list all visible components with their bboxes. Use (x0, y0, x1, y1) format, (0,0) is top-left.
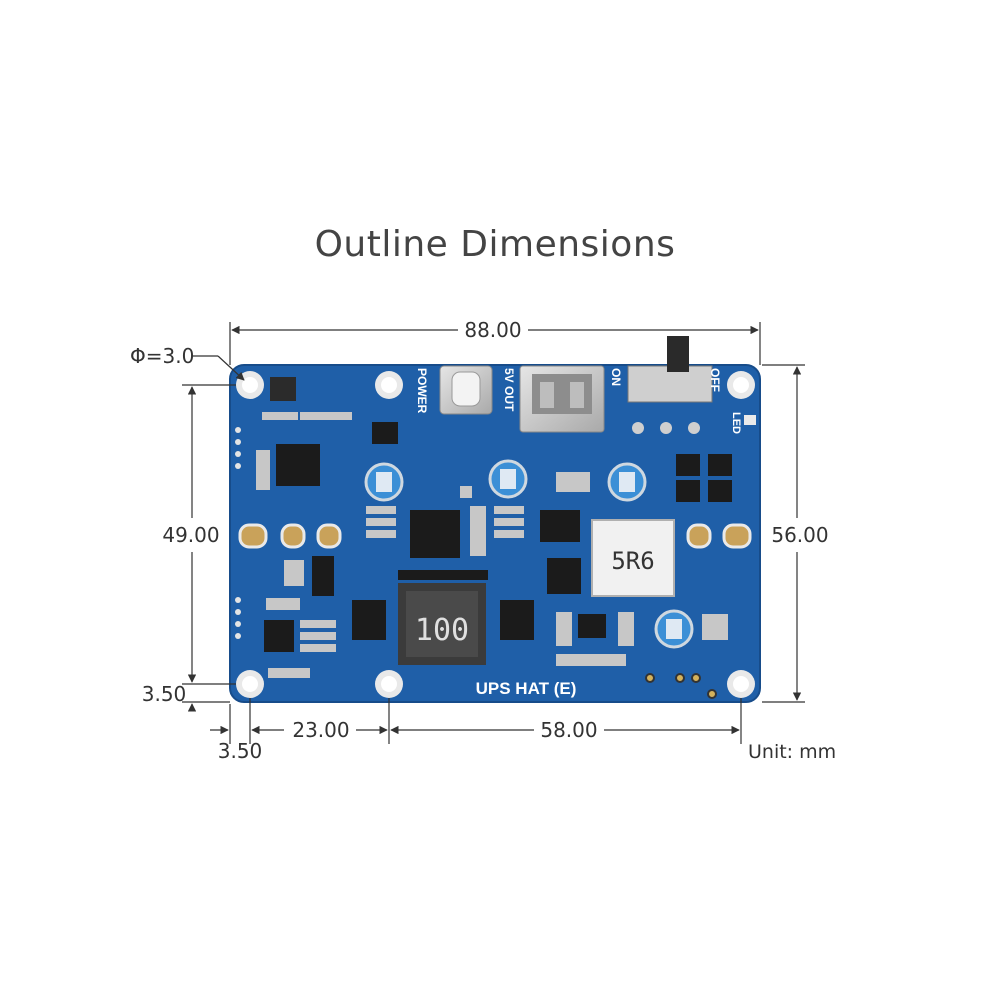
dim-hole-offset-h: 3.50 (218, 739, 263, 763)
mounting-hole-bottom-right (727, 670, 755, 698)
inductor-100-label: 100 (415, 613, 469, 648)
mounting-hole-top-left (236, 371, 264, 399)
ic-small-4 (312, 556, 334, 596)
passive-components (256, 412, 728, 678)
ic-small-3 (578, 614, 606, 638)
main-ic (410, 510, 460, 558)
mosfet-2 (547, 558, 581, 594)
mounting-hole-top-mid (375, 371, 403, 399)
mosfet-1 (540, 510, 580, 542)
label-led: LED (730, 412, 742, 434)
test-pads (238, 523, 752, 549)
ic-left-bottom (264, 620, 294, 652)
pcb-board: POWER 5V OUT ON OFF LED 100 (229, 336, 761, 703)
dim-hole-diameter: Φ=3.0 (130, 344, 194, 368)
inductor-5r6: 5R6 (591, 519, 675, 597)
mounting-hole-bottom-left (236, 670, 264, 698)
capacitor-1 (364, 462, 404, 502)
capacitor-4 (654, 609, 694, 649)
power-switch (627, 336, 713, 434)
inductor-5r6-label: 5R6 (611, 547, 654, 575)
dimension-lines (182, 322, 805, 744)
dim-height-total: 56.00 (771, 523, 828, 547)
dim-hole-to-hole-a: 23.00 (292, 718, 349, 742)
mosfet-8 (708, 480, 732, 502)
label-on: ON (609, 368, 623, 386)
label-off: OFF (708, 368, 722, 392)
label-power: POWER (415, 368, 429, 414)
mosfet-6 (708, 454, 732, 476)
ic-small-2 (372, 422, 398, 444)
usb-a-connector (519, 365, 605, 433)
inductor-pad (398, 570, 488, 580)
mosfet-3 (352, 600, 386, 640)
usb-c-connector (439, 365, 493, 415)
inductor-100: 100 (398, 583, 486, 665)
mounting-hole-top-right (727, 371, 755, 399)
board-name: UPS HAT (E) (476, 679, 577, 698)
dim-hole-spacing-v: 49.00 (162, 523, 219, 547)
mosfet-7 (676, 480, 700, 502)
ic-left-top (276, 444, 320, 486)
unit-label: Unit: mm (748, 741, 837, 763)
status-led (744, 415, 756, 425)
dim-hole-offset-v: 3.50 (142, 682, 187, 706)
capacitor-2 (488, 459, 528, 499)
dim-width-total: 88.00 (464, 318, 521, 342)
pogo-pins (645, 673, 717, 699)
mosfet-4 (500, 600, 534, 640)
label-5v-out: 5V OUT (502, 368, 516, 412)
page-title: Outline Dimensions (314, 224, 676, 265)
mosfet-5 (676, 454, 700, 476)
capacitor-3 (607, 462, 647, 502)
ic-small-top (270, 377, 296, 401)
edge-pins (235, 427, 241, 639)
mounting-hole-bottom-mid (375, 670, 403, 698)
dim-hole-to-hole-b: 58.00 (540, 718, 597, 742)
